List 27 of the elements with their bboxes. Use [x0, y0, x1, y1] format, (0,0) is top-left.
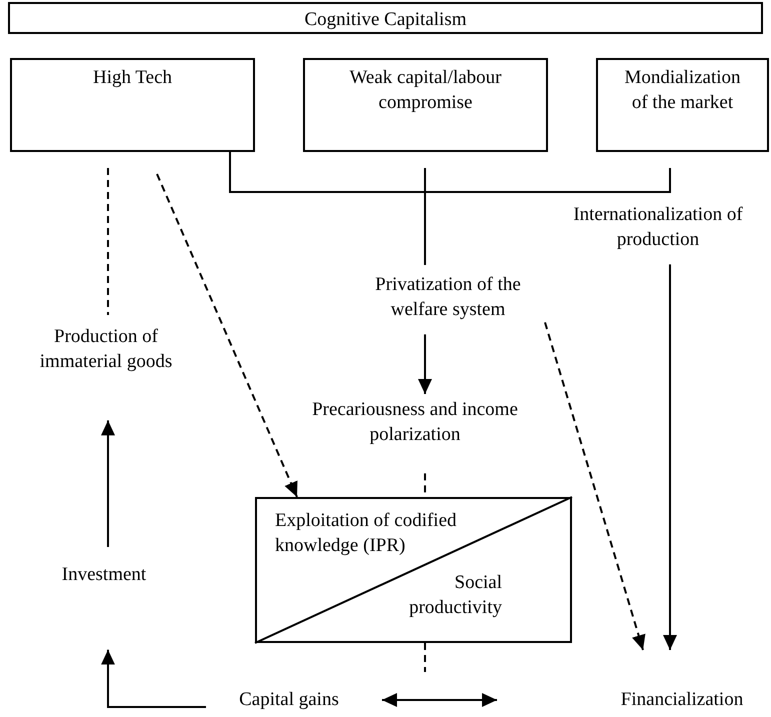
concept-label: Production of immaterial goods — [16, 325, 196, 374]
arrow — [101, 420, 115, 547]
arrow — [418, 334, 432, 394]
box-text: Mondialization of the market — [623, 66, 742, 115]
arrow — [663, 264, 677, 650]
box-text: Exploitation of codified knowledge (IPR) — [275, 509, 458, 558]
arrow — [156, 174, 298, 498]
concept-label: Precariousness and income polarization — [310, 398, 520, 448]
dashed-line — [424, 643, 426, 672]
arrow — [101, 650, 206, 708]
arrow — [382, 693, 497, 707]
box-text: Weak capital/labour compromise — [348, 66, 502, 115]
box-text: Social productivity — [408, 571, 502, 620]
concept-box — [8, 2, 763, 34]
concept-label: Investment — [48, 563, 160, 588]
connector-line — [424, 168, 671, 265]
box-text: Cognitive Capitalism — [303, 8, 468, 32]
concept-box — [10, 58, 255, 152]
concept-label: Financialization — [598, 688, 766, 713]
box-text: High Tech — [92, 66, 174, 90]
concept-label: Internationalization of production — [546, 203, 770, 252]
concept-label: Capital gains — [220, 688, 358, 713]
concept-label: Privatization of the welfare system — [355, 273, 541, 322]
arrow — [544, 322, 646, 650]
concept-box — [303, 58, 548, 152]
concept-box — [596, 58, 769, 152]
dashed-line — [107, 168, 109, 315]
